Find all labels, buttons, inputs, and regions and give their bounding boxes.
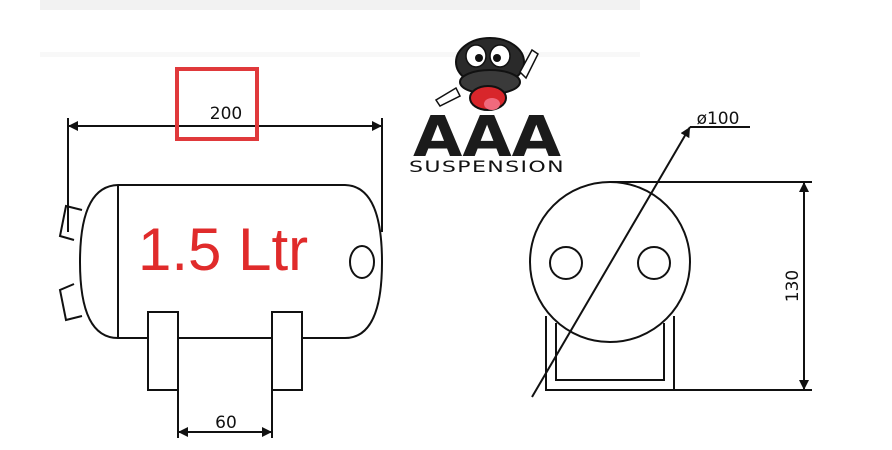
diameter-leader-line	[531, 126, 691, 398]
diameter-label: ø100	[697, 109, 740, 129]
tank-body	[78, 184, 384, 339]
port-left	[549, 246, 583, 280]
port-right	[637, 246, 671, 280]
volume-label: 1.5 Ltr	[138, 216, 308, 283]
left-fitting-bottom	[58, 283, 83, 322]
mascot-icon	[434, 37, 539, 111]
logo-letters: AAA	[413, 105, 562, 170]
mounting-foot-right	[271, 311, 303, 391]
length-highlight-box	[175, 67, 259, 141]
length-label: 200	[210, 104, 242, 124]
faded-header-text	[40, 0, 640, 57]
right-port	[349, 245, 375, 279]
aaa-suspension-logo: AAA SUSPENSION	[409, 37, 565, 176]
side-view	[58, 118, 384, 438]
foot-spacing-label: 60	[215, 413, 237, 433]
mounting-foot-left	[147, 311, 179, 391]
height-label: 130	[783, 270, 803, 302]
logo-tagline: SUSPENSION	[409, 157, 565, 176]
end-view	[529, 181, 812, 391]
left-fitting-top	[58, 204, 83, 241]
mounting-bracket	[545, 316, 675, 391]
